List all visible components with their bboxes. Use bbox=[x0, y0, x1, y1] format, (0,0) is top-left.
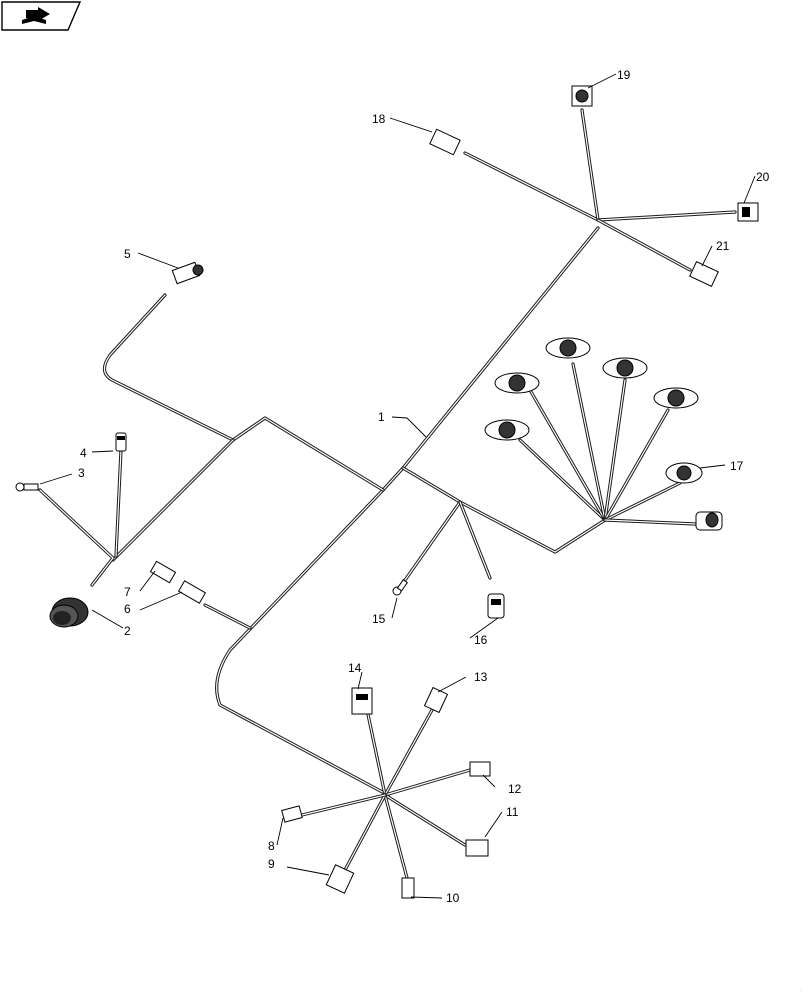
corner-mark: ` bbox=[800, 991, 802, 997]
connector-6[interactable] bbox=[177, 580, 207, 604]
callout-numbers: 1 2 3 4 5 6 7 8 9 10 11 12 13 14 15 16 1… bbox=[78, 68, 770, 905]
connector-14[interactable] bbox=[351, 687, 373, 715]
callout-6: 6 bbox=[124, 602, 131, 616]
callout-12: 12 bbox=[508, 782, 522, 796]
callout-15: 15 bbox=[372, 612, 386, 626]
ring-terminal-3[interactable] bbox=[15, 482, 39, 492]
connector-16[interactable] bbox=[487, 593, 505, 619]
callout-10: 10 bbox=[446, 891, 460, 905]
callout-21: 21 bbox=[716, 239, 730, 253]
connector-11[interactable] bbox=[465, 839, 489, 857]
connector-13[interactable] bbox=[423, 686, 449, 714]
callout-18: 18 bbox=[372, 112, 386, 126]
callout-16: 16 bbox=[474, 633, 488, 647]
callout-19: 19 bbox=[617, 68, 631, 82]
callout-17: 17 bbox=[730, 459, 744, 473]
connector-8[interactable] bbox=[281, 805, 303, 823]
connector-18[interactable] bbox=[429, 128, 461, 156]
connector-21[interactable] bbox=[689, 261, 719, 287]
callout-1: 1 bbox=[378, 410, 385, 424]
connector-5[interactable] bbox=[171, 261, 204, 285]
connector-19[interactable] bbox=[571, 85, 593, 107]
ring-terminal-15[interactable] bbox=[392, 579, 409, 596]
flange-socket-group-17[interactable] bbox=[484, 337, 723, 531]
round-connector-2[interactable] bbox=[49, 597, 89, 628]
callout-11: 11 bbox=[506, 805, 519, 819]
plug-4[interactable] bbox=[115, 432, 127, 452]
callout-20: 20 bbox=[756, 170, 770, 184]
harness-wires bbox=[38, 108, 737, 880]
connector-7[interactable] bbox=[149, 560, 177, 584]
callout-4: 4 bbox=[80, 446, 87, 460]
callout-5: 5 bbox=[124, 247, 131, 261]
connector-12[interactable] bbox=[469, 761, 491, 777]
connector-20[interactable] bbox=[737, 202, 759, 222]
connector-10[interactable] bbox=[401, 877, 415, 899]
callout-3: 3 bbox=[78, 466, 85, 480]
callout-2: 2 bbox=[124, 624, 131, 638]
book-arrow-icon[interactable] bbox=[1, 1, 82, 31]
callout-7: 7 bbox=[124, 585, 131, 599]
callout-leaders bbox=[39, 73, 756, 899]
callout-13: 13 bbox=[474, 670, 488, 684]
connector-9[interactable] bbox=[325, 864, 355, 894]
callout-9: 9 bbox=[268, 857, 275, 871]
callout-8: 8 bbox=[268, 839, 275, 853]
callout-14: 14 bbox=[348, 661, 362, 675]
